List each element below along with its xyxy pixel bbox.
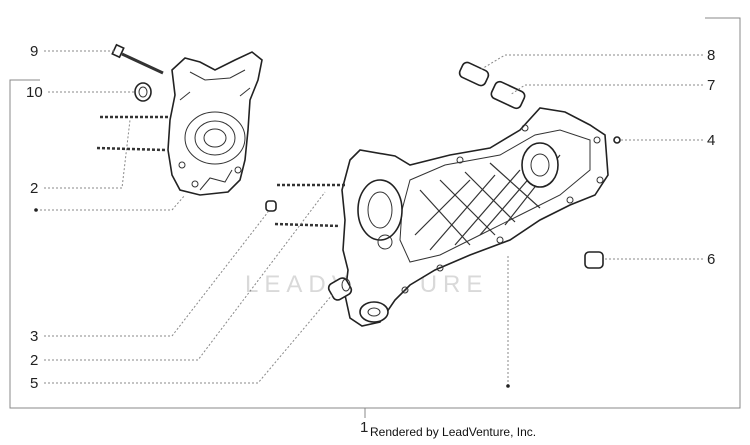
bolt-part-9 — [111, 43, 164, 75]
bush-part-7 — [490, 80, 526, 110]
callout-10: 10 — [26, 84, 43, 101]
bush-part-6 — [584, 251, 604, 269]
bush-part-8 — [458, 61, 490, 87]
studs-part-2-right — [274, 183, 345, 228]
pin-part-4 — [613, 136, 621, 144]
assembly-bracket — [9, 17, 741, 409]
callout-3: 3 — [30, 328, 38, 345]
callout-2-upper: 2 — [30, 180, 38, 197]
render-credit: Rendered by LeadVenture, Inc. — [370, 425, 536, 439]
callout-4: 4 — [707, 132, 715, 149]
callout-7: 7 — [707, 77, 715, 94]
callout-9: 9 — [30, 43, 38, 60]
callout-5: 5 — [30, 375, 38, 392]
leader-dot-bottom — [506, 384, 510, 388]
studs-part-2-left — [96, 115, 170, 152]
leader-lines — [36, 50, 703, 386]
callout-6: 6 — [707, 251, 715, 268]
right-crankcase-half — [341, 107, 609, 327]
oil-seal-part-10 — [134, 82, 152, 102]
dowel-part-3 — [265, 200, 277, 212]
left-crankcase-half — [167, 51, 263, 196]
callout-2-lower: 2 — [30, 352, 38, 369]
bush-part-5 — [327, 277, 353, 301]
leader-dot-left — [34, 208, 38, 212]
callout-8: 8 — [707, 47, 715, 64]
callout-1: 1 — [360, 419, 368, 436]
